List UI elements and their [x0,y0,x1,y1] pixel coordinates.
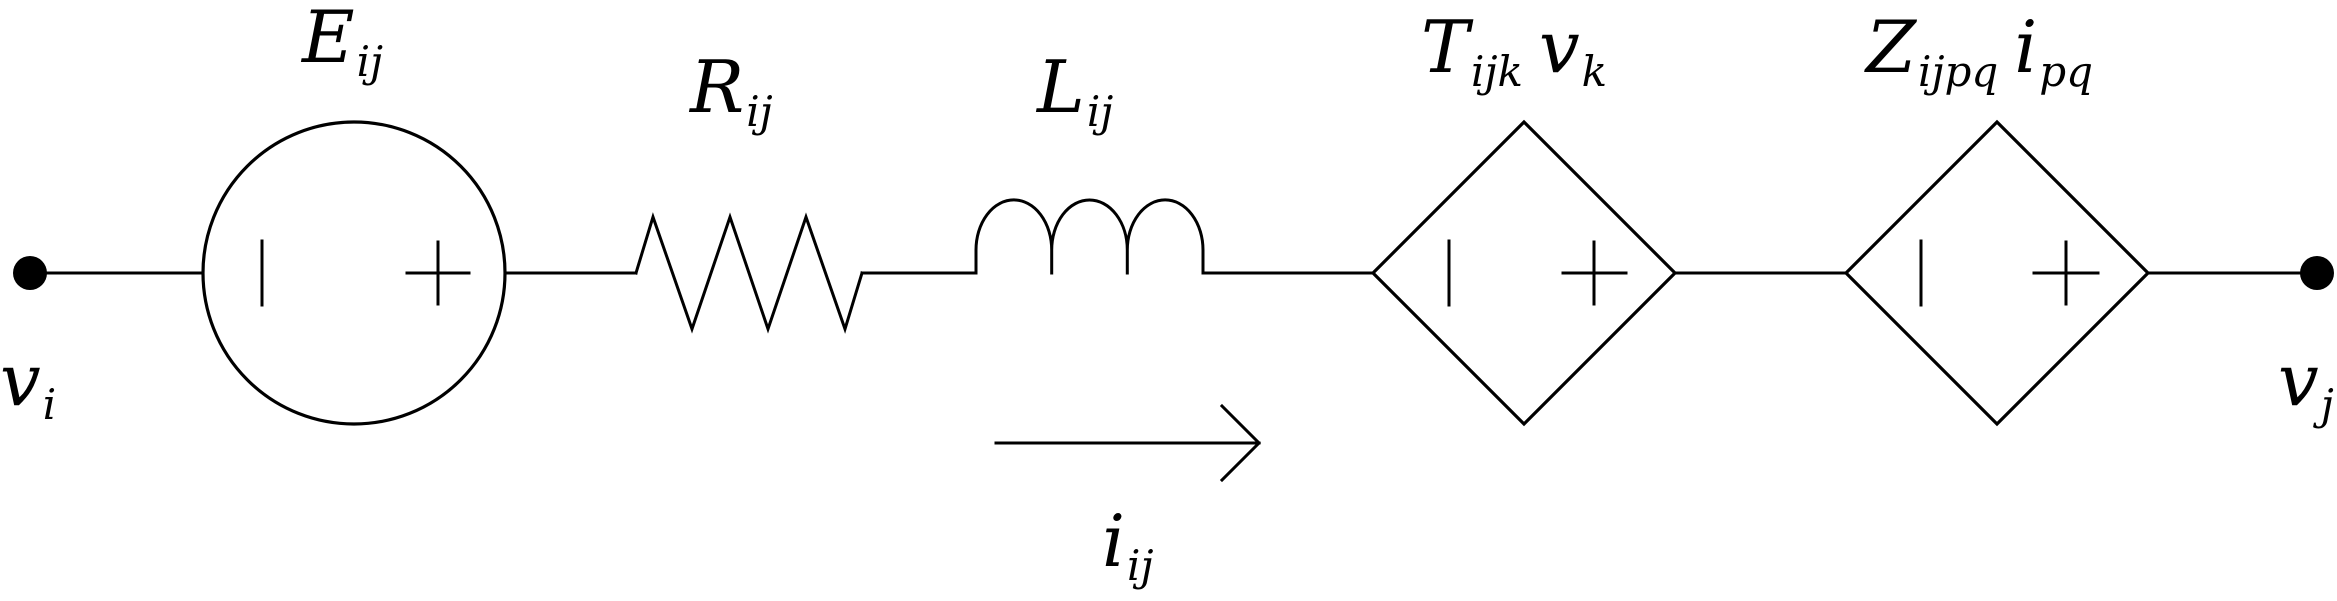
dependent-source-1-diamond [1370,119,1678,427]
resistor-zigzag [634,212,864,334]
label-inductor: Lij [1035,45,1113,136]
label-current: iij [1102,499,1154,590]
dependent-source-2 [1843,119,2151,427]
dependent-source-1 [1370,119,1678,427]
inductor-coils [974,198,1205,275]
terminal-left-node [13,256,47,290]
label-resistor: Rij [688,45,773,136]
voltage-source [201,120,507,426]
current-arrow-head [1219,403,1262,483]
terminal-right-node [2300,256,2334,290]
label-terminal-right: vj [2278,338,2334,429]
voltage-source-circle [201,120,507,426]
current-arrow [994,403,1262,483]
label-terminal-left: vi [0,338,56,429]
label-voltage-source: Eij [300,0,383,86]
dependent-source-2-diamond [1843,119,2151,427]
